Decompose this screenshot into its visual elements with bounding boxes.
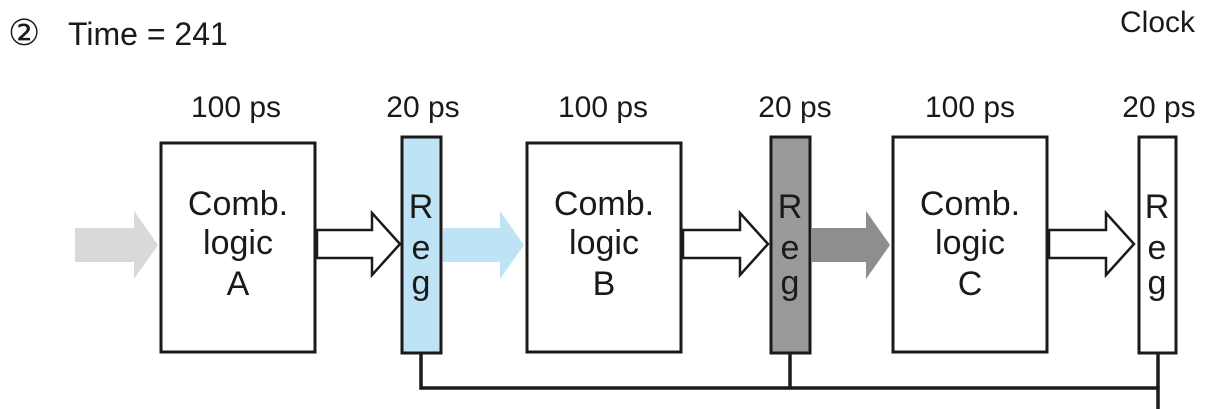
register-3-letter-g: g (1148, 264, 1167, 302)
comb-logic-b-line1: Comb. (554, 185, 654, 223)
register-2-letter-e: e (781, 229, 800, 267)
comb-logic-c-line3: C (958, 265, 983, 303)
stage-a-delay: 100 ps (191, 91, 281, 124)
stage-b-delay: 100 ps (558, 91, 648, 124)
register-3-letter-r: R (1145, 188, 1170, 226)
register-1-letter-g: g (412, 264, 431, 302)
comb-logic-b-line3: B (593, 265, 616, 303)
reg-2-delay: 20 ps (758, 91, 831, 124)
arrow-reg2-to-c (812, 211, 890, 279)
comb-logic-a-line3: A (227, 265, 250, 303)
register-3 (1137, 135, 1178, 355)
comb-logic-a-line1: Comb. (188, 185, 288, 223)
arrow-reg1-to-b (443, 211, 524, 279)
arrow-c-to-reg3 (1047, 209, 1136, 279)
reg-1-delay: 20 ps (386, 91, 459, 124)
comb-logic-a-box (159, 141, 317, 354)
time-label: Time = 241 (68, 16, 228, 52)
arrow-b-to-reg2 (681, 209, 770, 279)
register-3-letter-e: e (1148, 229, 1167, 267)
register-1-letter-r: R (409, 188, 434, 226)
comb-logic-a-line2: logic (203, 224, 273, 262)
stage-marker: ② (8, 12, 40, 53)
input-arrow (75, 211, 158, 279)
stage-c-delay: 100 ps (925, 91, 1015, 124)
register-2 (769, 135, 812, 355)
register-1-letter-e: e (412, 229, 431, 267)
comb-logic-b-box (525, 141, 683, 354)
clock-label: Clock (1120, 6, 1196, 39)
reg-3-delay: 20 ps (1122, 91, 1195, 124)
comb-logic-b-line2: logic (569, 224, 639, 262)
comb-logic-c-line1: Comb. (920, 185, 1020, 223)
comb-logic-c-box (891, 135, 1049, 354)
comb-logic-c-line2: logic (935, 224, 1005, 262)
arrow-a-to-reg1 (315, 209, 402, 279)
register-2-letter-g: g (781, 264, 800, 302)
register-2-letter-r: R (778, 188, 803, 226)
